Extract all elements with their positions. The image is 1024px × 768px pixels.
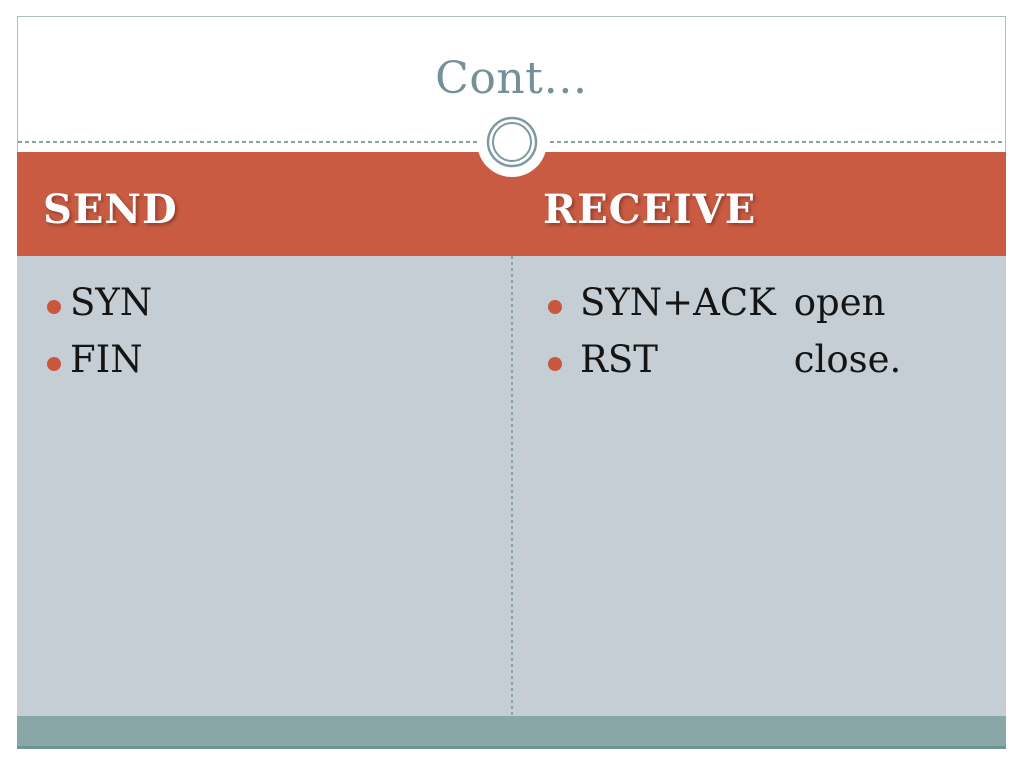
list-item-term: RST	[580, 338, 658, 381]
slide: Cont… SEND RECEIVE SYN	[17, 16, 1006, 749]
footer-band	[17, 716, 1006, 749]
bullet-icon	[548, 357, 562, 371]
column-divider-line	[511, 256, 513, 716]
list-item: SYN	[47, 274, 152, 331]
list-item-definition: close.	[793, 338, 902, 381]
bullet-icon	[548, 300, 562, 314]
double-ring-circle-icon	[477, 107, 547, 177]
bullet-icon	[47, 357, 61, 371]
list-item: RST close.	[548, 331, 901, 388]
list-item-term: FIN	[70, 338, 143, 381]
list-item: FIN	[47, 331, 152, 388]
receive-list: SYN+ACK open RST close.	[548, 274, 901, 388]
page-title: Cont…	[435, 53, 588, 104]
column-header-receive: RECEIVE	[543, 186, 757, 233]
list-item-term: SYN	[70, 281, 153, 324]
content-area: SYN FIN SYN+ACK open RST c	[17, 256, 1006, 716]
column-header-send: SEND	[43, 186, 178, 233]
bullet-icon	[47, 300, 61, 314]
list-item-definition: open	[793, 281, 886, 324]
list-item-term: SYN+ACK	[580, 281, 776, 324]
list-item: SYN+ACK open	[548, 274, 901, 331]
send-list: SYN FIN	[47, 274, 152, 388]
